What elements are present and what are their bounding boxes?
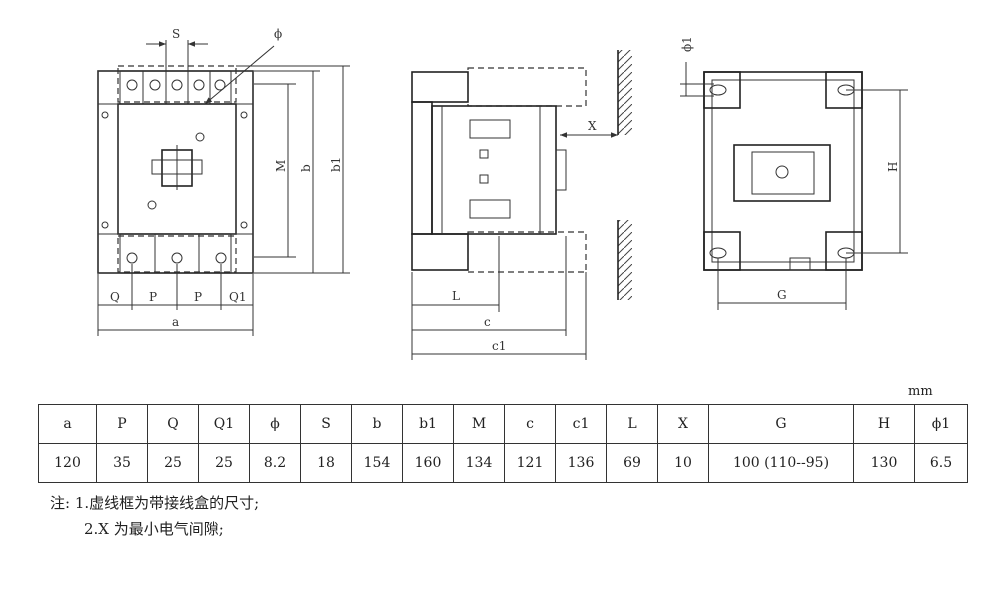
label-c1: c1 [492,339,506,353]
header-cell: S [300,404,352,444]
label-x: X [588,119,597,133]
header-cell: ϕ [249,404,301,444]
back-view: ϕ1 H G [680,36,908,310]
label-h: H [886,162,900,172]
value-cell: 25 [198,443,250,483]
value-cell: 100 (110--95) [708,443,854,483]
header-cell: H [853,404,915,444]
note-line-2: 2.X 为最小电气间隙; [84,520,224,538]
value-cell: 120 [38,443,97,483]
value-cell: 69 [606,443,658,483]
header-cell: Q1 [198,404,250,444]
value-cell: 160 [402,443,454,483]
value-cell: 10 [657,443,709,483]
header-cell: P [96,404,148,444]
label-g: G [777,288,787,302]
value-cell: 136 [555,443,607,483]
value-cell: 18 [300,443,352,483]
header-cell: b1 [402,404,454,444]
label-b: b [299,164,313,172]
label-s: S [172,27,180,41]
header-cell: c [504,404,556,444]
label-a: a [172,315,179,329]
value-cell: 25 [147,443,199,483]
header-cell: X [657,404,709,444]
dimension-drawing: S ϕ M b b1 Q P P Q1 a [97,27,908,360]
header-cell: ϕ1 [914,404,968,444]
front-view: S ϕ M b b1 Q P P Q1 a [97,27,350,336]
unit-label: mm [908,384,933,399]
side-view: X L c c1 [411,50,632,360]
value-cell: 6.5 [914,443,968,483]
value-cell: 134 [453,443,505,483]
label-c: c [484,315,491,329]
header-cell: a [38,404,97,444]
label-l: L [452,289,460,303]
label-b1: b1 [329,157,343,172]
header-cell: b [351,404,403,444]
header-cell: M [453,404,505,444]
table-header-row: a P Q Q1 ϕ S b b1 M c c1 L X G H ϕ1 [38,404,968,444]
label-m: M [274,160,288,172]
header-cell: c1 [555,404,607,444]
label-phi1: ϕ1 [680,36,694,52]
label-phi: ϕ [274,27,282,41]
label-p-left: P [149,290,157,304]
value-cell: 154 [351,443,403,483]
value-cell: 130 [853,443,915,483]
notes: 注: 1.虚线框为带接线盒的尺寸; 2.X 为最小电气间隙; [50,490,259,542]
note-line-1: 注: 1.虚线框为带接线盒的尺寸; [50,494,260,512]
value-cell: 121 [504,443,556,483]
dimension-table: a P Q Q1 ϕ S b b1 M c c1 L X G H ϕ1 120 … [38,404,968,483]
header-cell: Q [147,404,199,444]
table-value-row: 120 35 25 25 8.2 18 154 160 134 121 136 … [38,443,968,483]
label-p-right: P [194,290,202,304]
value-cell: 8.2 [249,443,301,483]
label-q1: Q1 [229,290,246,304]
value-cell: 35 [96,443,148,483]
header-cell: L [606,404,658,444]
header-cell: G [708,404,854,444]
label-q: Q [110,290,120,304]
